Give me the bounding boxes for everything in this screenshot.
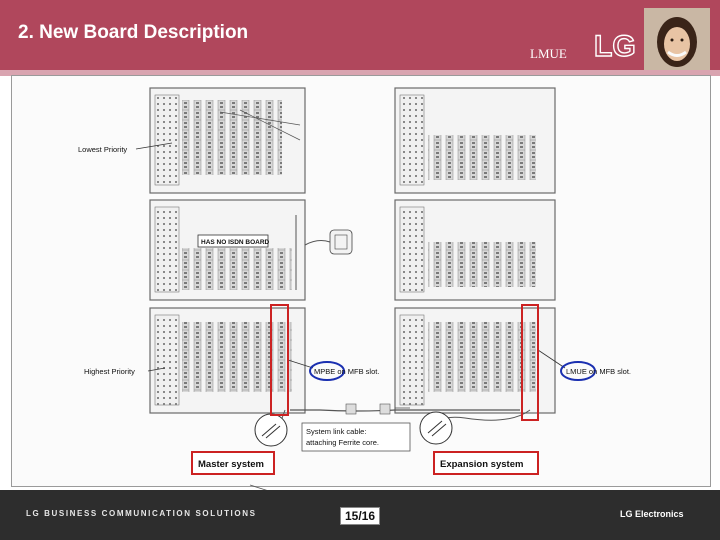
expansion-cabinet-top xyxy=(394,87,556,194)
lg-logo-text: LG xyxy=(594,30,636,63)
lg-logo: LG xyxy=(594,29,636,63)
mpbe-slot-highlight xyxy=(270,304,289,416)
mpbe-slot-label: MPBE on MFB slot. xyxy=(314,367,379,376)
lmue-slot-label: LMUE on MFB slot. xyxy=(566,367,631,376)
master-connector-zoom-icon xyxy=(254,413,288,447)
page-number: 15/16 xyxy=(340,507,381,525)
header-bar xyxy=(0,0,720,70)
isdn-connector-icon xyxy=(329,229,353,255)
no-isdn-board-label: HAS NO ISDN BOARD xyxy=(201,239,270,246)
master-system-box xyxy=(191,451,275,475)
system-link-label-line2: attaching Ferrite core. xyxy=(306,438,379,447)
ferrite-core-left xyxy=(345,403,357,415)
mpbe-ellipse xyxy=(309,361,345,381)
mpbe-pointer xyxy=(287,359,314,369)
lmue-ellipse xyxy=(560,361,596,381)
lowest-priority-pointer xyxy=(135,142,173,150)
expansion-system-label: Expansion system xyxy=(440,459,523,470)
header-divider xyxy=(0,70,720,76)
highest-priority-pointer xyxy=(147,367,166,372)
lowest-priority-label: Lowest Priority xyxy=(78,145,127,154)
expansion-cabinet-middle xyxy=(394,199,556,301)
expansion-cabinet-bottom xyxy=(394,307,556,414)
expansion-connector-zoom-icon xyxy=(419,411,453,445)
highest-priority-label: Highest Priority xyxy=(84,367,135,376)
master-system-label: Master system xyxy=(198,459,264,470)
lmue-pointer xyxy=(537,349,566,369)
slide-title: 2. New Board Description xyxy=(18,22,249,43)
footer-brand: LG Electronics xyxy=(620,509,684,519)
master-cabinet-middle xyxy=(149,199,306,301)
diagram-frame xyxy=(11,75,711,487)
master-cabinet-top xyxy=(149,87,306,194)
no-isdn-board-box xyxy=(197,234,269,248)
lmue-slot-highlight xyxy=(521,304,539,421)
ferrite-core-right xyxy=(379,403,391,415)
system-link-label-line1: System link cable: xyxy=(306,427,366,436)
presenter-photo xyxy=(644,8,710,70)
board-tag: LMUE xyxy=(530,46,567,61)
expansion-system-box xyxy=(433,451,539,475)
system-link-callout-box xyxy=(301,422,411,452)
footer-company-tagline: LG BUSINESS COMMUNICATION SOLUTIONS xyxy=(26,509,257,518)
isdn-cable xyxy=(304,240,331,246)
master-cabinet-bottom xyxy=(149,307,306,414)
